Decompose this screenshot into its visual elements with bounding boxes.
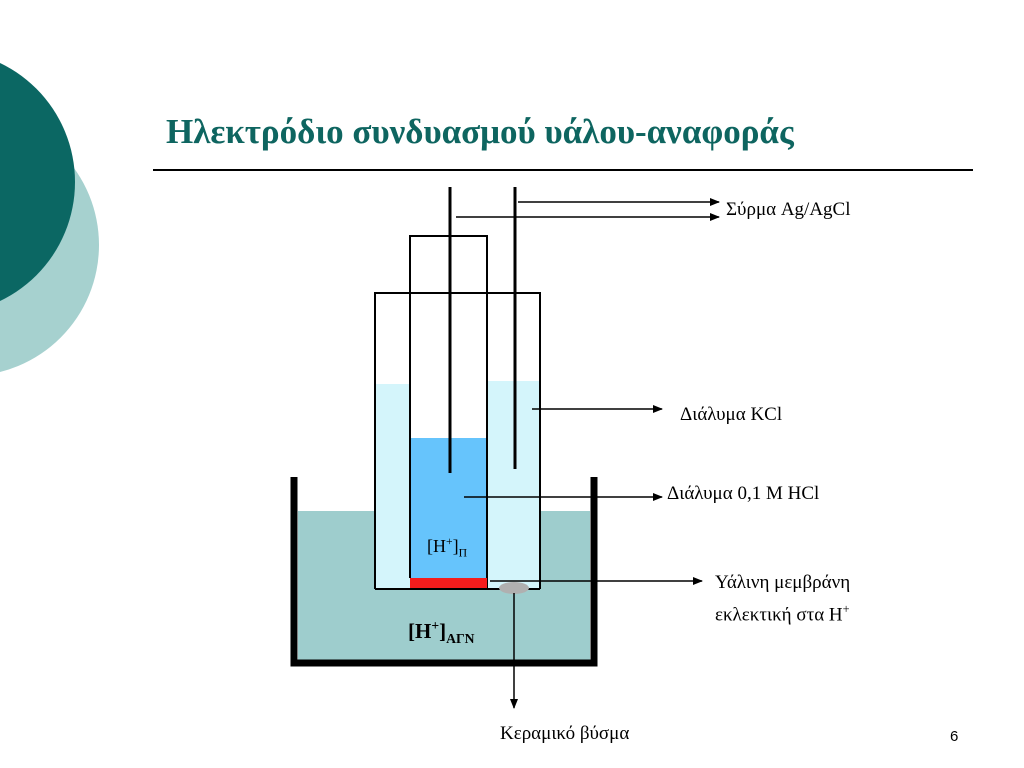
label-wire: Σύρμα Ag/AgCl (726, 199, 851, 220)
inner-ion-close: ] (452, 536, 459, 556)
label-membrane-text: εκλεκτική στα H (715, 604, 843, 626)
label-membrane-line1: Υάλινη μεμβράνη (715, 572, 851, 593)
slide-title: Ηλεκτρόδιο συνδυασμού υάλου-αναφοράς (166, 112, 794, 151)
inner-ion-label: [H+]Π (427, 535, 467, 560)
label-membrane-line2: εκλεκτική στα H+ (715, 596, 850, 628)
outer-ion-label: [H+]ΑΓΝ (408, 618, 475, 647)
label-hcl-solution: Διάλυμα 0,1 M HCl (667, 483, 820, 504)
inner-ion-sup: + (446, 535, 453, 548)
dark-teal-circle (0, 62, 75, 302)
kcl-solution-right (487, 381, 539, 589)
kcl-solution-left (376, 384, 410, 589)
label-membrane: Υάλινη μεμβράνη εκλεκτική στα H+ (715, 570, 850, 628)
page-number: 6 (950, 728, 959, 745)
inner-ion-open: [H (427, 536, 446, 556)
outer-ion-sup: + (431, 618, 440, 633)
outer-ion-close: ] (439, 619, 447, 643)
outer-ion-sub: ΑΓΝ (446, 631, 475, 647)
label-membrane-sup: + (842, 602, 850, 616)
label-kcl-solution: Διάλυμα KCl (680, 404, 783, 425)
beaker (290, 477, 598, 667)
label-ceramic-plug: Κεραμικό βύσμα (500, 723, 630, 744)
outer-ion-open: [H (408, 619, 432, 643)
glass-membrane (410, 578, 487, 588)
outer-tube (374, 292, 541, 589)
ceramic-plug (499, 582, 529, 594)
title-divider (153, 169, 973, 171)
inner-ion-sub: Π (458, 546, 468, 560)
